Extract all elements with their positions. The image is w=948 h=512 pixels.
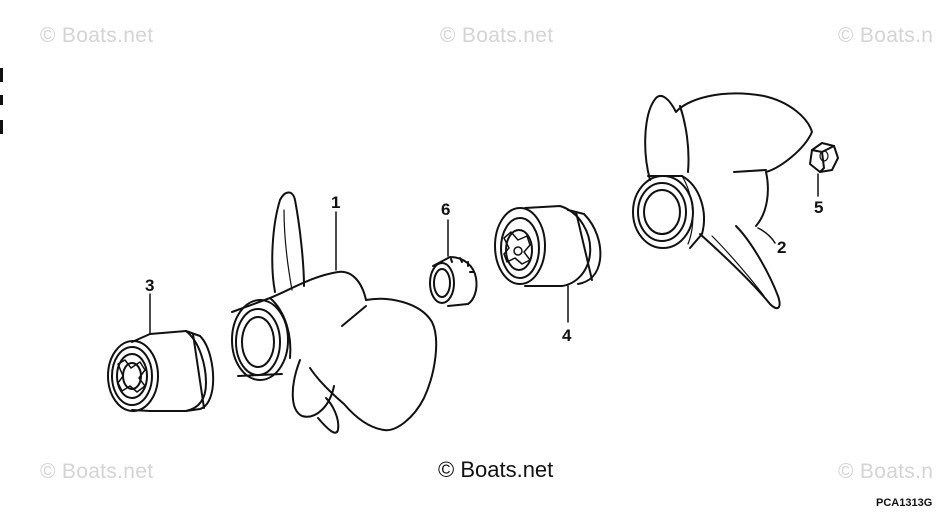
- watermark: © Boats.net: [440, 24, 554, 47]
- watermark: © Boats.net: [40, 24, 154, 47]
- front-propeller: [231, 191, 438, 434]
- watermark: © Boats.n: [838, 460, 934, 483]
- part-callout-5: 5: [814, 198, 824, 217]
- rear-propeller: [632, 92, 813, 310]
- part-callout-3: 3: [145, 276, 155, 295]
- part-callout-1: 1: [331, 193, 341, 212]
- part-callout-6: 6: [441, 200, 451, 219]
- watermark: © Boats.net: [40, 460, 154, 483]
- diagram-code: PCA1313G: [876, 497, 933, 509]
- edge-mark-1: [0, 68, 3, 82]
- rear-thrust-hub: [107, 330, 215, 412]
- edge-mark-3: [0, 120, 3, 134]
- spacer: [429, 256, 478, 307]
- forward-thrust-hub: [494, 205, 602, 287]
- leader-lines: [149, 173, 819, 335]
- edge-mark-2: [0, 95, 3, 105]
- watermark: © Boats.n: [838, 24, 934, 47]
- part-callout-2: 2: [777, 238, 787, 257]
- copyright-text: © Boats.net: [438, 457, 554, 482]
- propeller-nut: [809, 142, 839, 173]
- part-callout-4: 4: [562, 326, 572, 345]
